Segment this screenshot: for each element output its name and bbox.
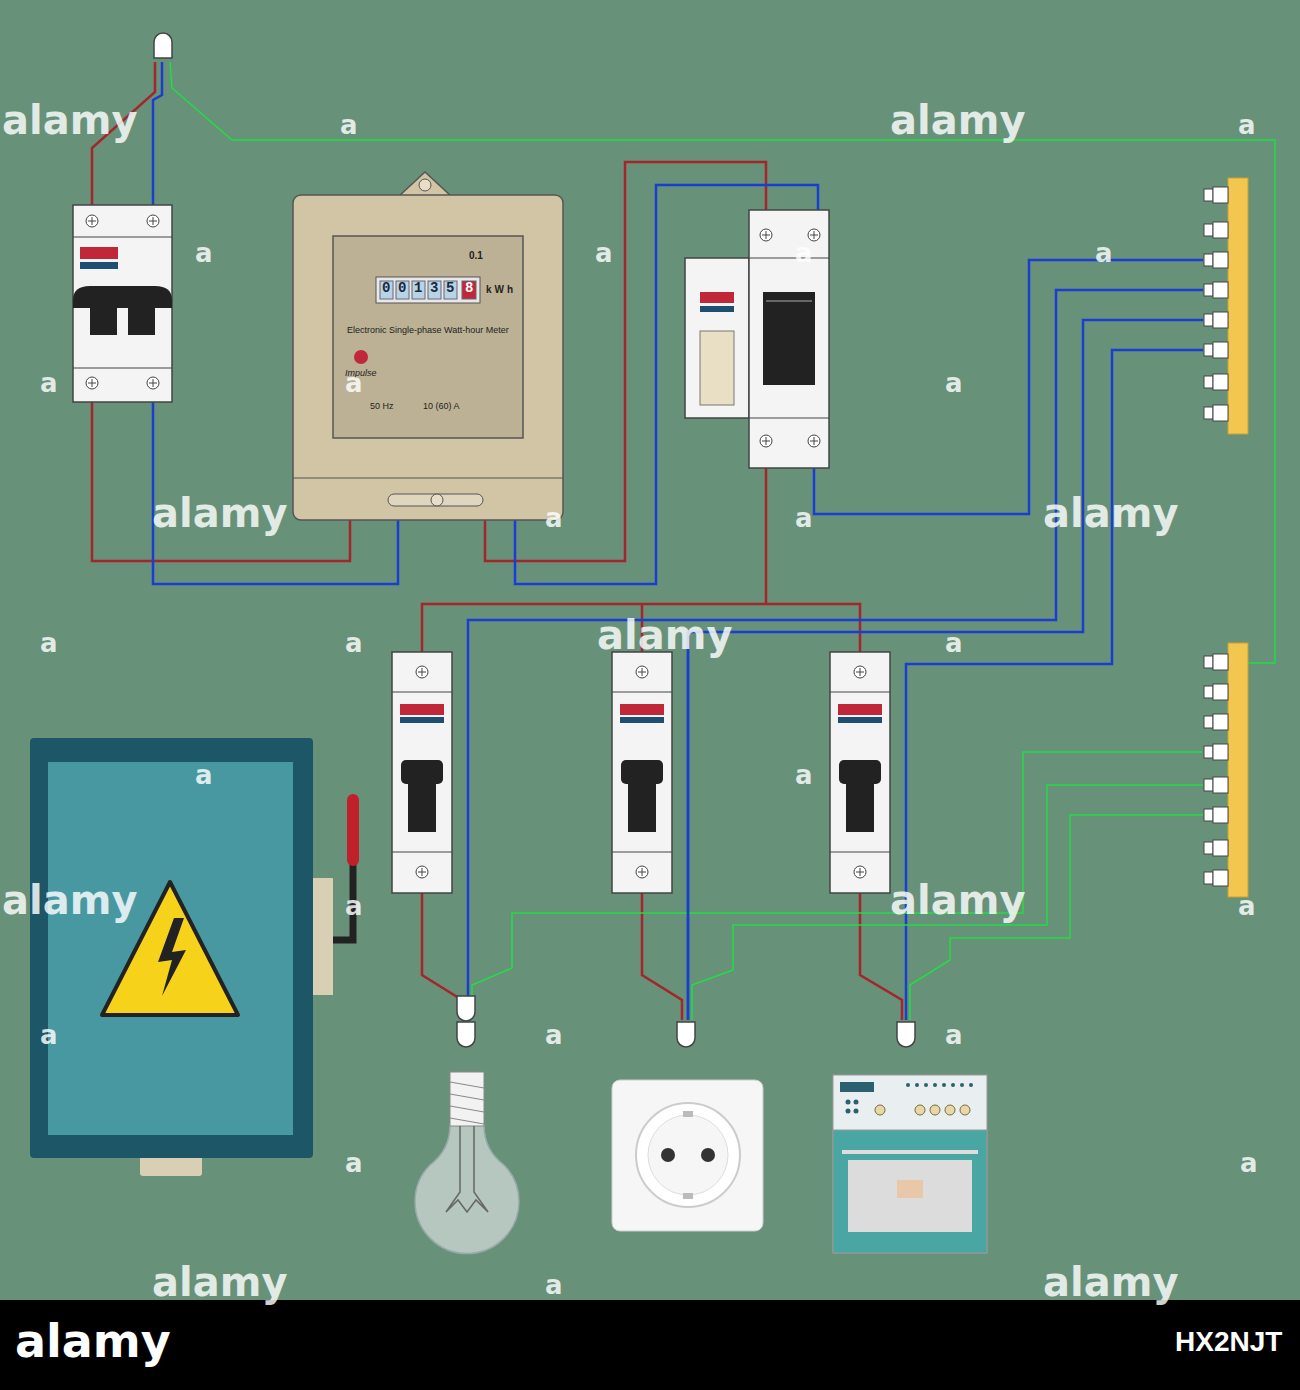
watermark: a: [195, 240, 213, 266]
meter-text: 00135: [382, 281, 462, 295]
oven: [833, 1075, 987, 1253]
stock-id: alamy: [15, 1318, 171, 1364]
watermark: a: [40, 370, 58, 396]
meter-text: 0.1: [469, 251, 483, 261]
lamp-connector: [457, 996, 475, 1021]
watermark: a: [795, 762, 813, 788]
watermark: a: [1238, 112, 1256, 138]
rcd-breaker: [685, 210, 829, 468]
watermark: a: [945, 1022, 963, 1048]
meter-text: 10 (60) A: [423, 402, 460, 411]
oven-breaker: [830, 652, 890, 893]
socket-connector: [677, 1022, 695, 1047]
meter-text: 8: [465, 281, 473, 295]
watermark: a: [545, 505, 563, 531]
watermark: a: [340, 112, 358, 138]
watermark: a: [1238, 893, 1256, 919]
watermark: a: [795, 240, 813, 266]
socket: [612, 1080, 763, 1231]
watermark: a: [345, 893, 363, 919]
meter-text: 50 Hz: [370, 402, 394, 411]
main-breaker: [73, 205, 172, 402]
oven-connector: [897, 1022, 915, 1047]
bottom-bar: [0, 1300, 1300, 1390]
socket-breaker: [612, 652, 672, 893]
watermark: a: [945, 370, 963, 396]
watermark: a: [345, 630, 363, 656]
watermark: alamy: [890, 100, 1025, 140]
watermark: a: [40, 1022, 58, 1048]
watermark: a: [195, 762, 213, 788]
lamp-connector: [457, 1022, 475, 1047]
watermark: a: [545, 1272, 563, 1298]
watermark: alamy: [152, 1262, 287, 1302]
watermark: a: [40, 630, 58, 656]
wires: [687, 632, 690, 1020]
watermark: a: [345, 370, 363, 396]
watt-hour-meter: 0.1 001358 kWhElectronic Single-phase Watt…: [293, 195, 563, 520]
watermark: alamy: [1043, 1262, 1178, 1302]
top-connector: [154, 33, 172, 58]
watermark: a: [795, 505, 813, 531]
watermark: alamy: [2, 880, 137, 920]
watermark: alamy: [1043, 493, 1178, 533]
watermark: alamy: [152, 493, 287, 533]
electrical-panel: [30, 738, 353, 1176]
lamp-breaker: [392, 652, 452, 893]
watermark: a: [1240, 1150, 1258, 1176]
watermark: a: [1095, 240, 1113, 266]
stock-id: HX2NJT: [1175, 1328, 1282, 1356]
meter-text: kWh: [486, 285, 516, 295]
watermark: alamy: [890, 880, 1025, 920]
light-bulb: [415, 1072, 519, 1254]
bus-bar: [1204, 178, 1248, 434]
watermark: a: [945, 630, 963, 656]
watermark: a: [545, 1022, 563, 1048]
watermark: alamy: [2, 100, 137, 140]
watermark: a: [345, 1150, 363, 1176]
meter-housing: [293, 172, 563, 520]
watermark: a: [595, 240, 613, 266]
earth-bus-bar: [1204, 643, 1248, 897]
watermark: alamy: [597, 615, 732, 655]
meter-text: Electronic Single-phase Watt-hour Meter: [347, 326, 509, 335]
